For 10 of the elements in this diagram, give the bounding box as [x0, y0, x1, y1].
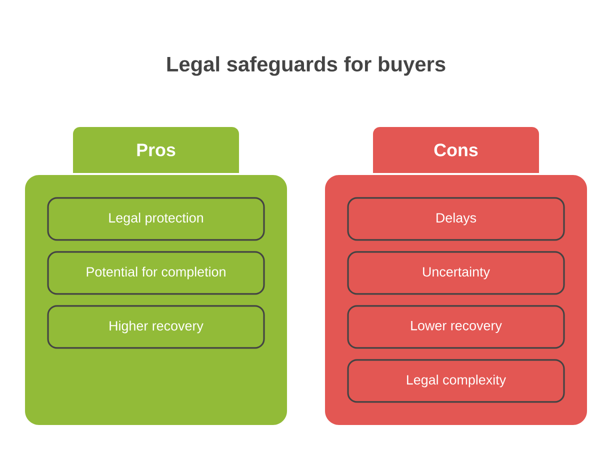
item-box: Delays: [347, 197, 565, 241]
item-box: Lower recovery: [347, 305, 565, 349]
item-box: Legal protection: [47, 197, 265, 241]
item-box: Legal complexity: [347, 359, 565, 403]
item-box: Potential for completion: [47, 251, 265, 295]
tab-heading: Cons: [373, 126, 539, 173]
title: Legal safeguards for buyers: [167, 56, 446, 76]
tab-heading: Pros: [73, 126, 239, 173]
item-box: Higher recovery: [47, 305, 265, 349]
item-box: Uncertainty: [347, 251, 565, 295]
